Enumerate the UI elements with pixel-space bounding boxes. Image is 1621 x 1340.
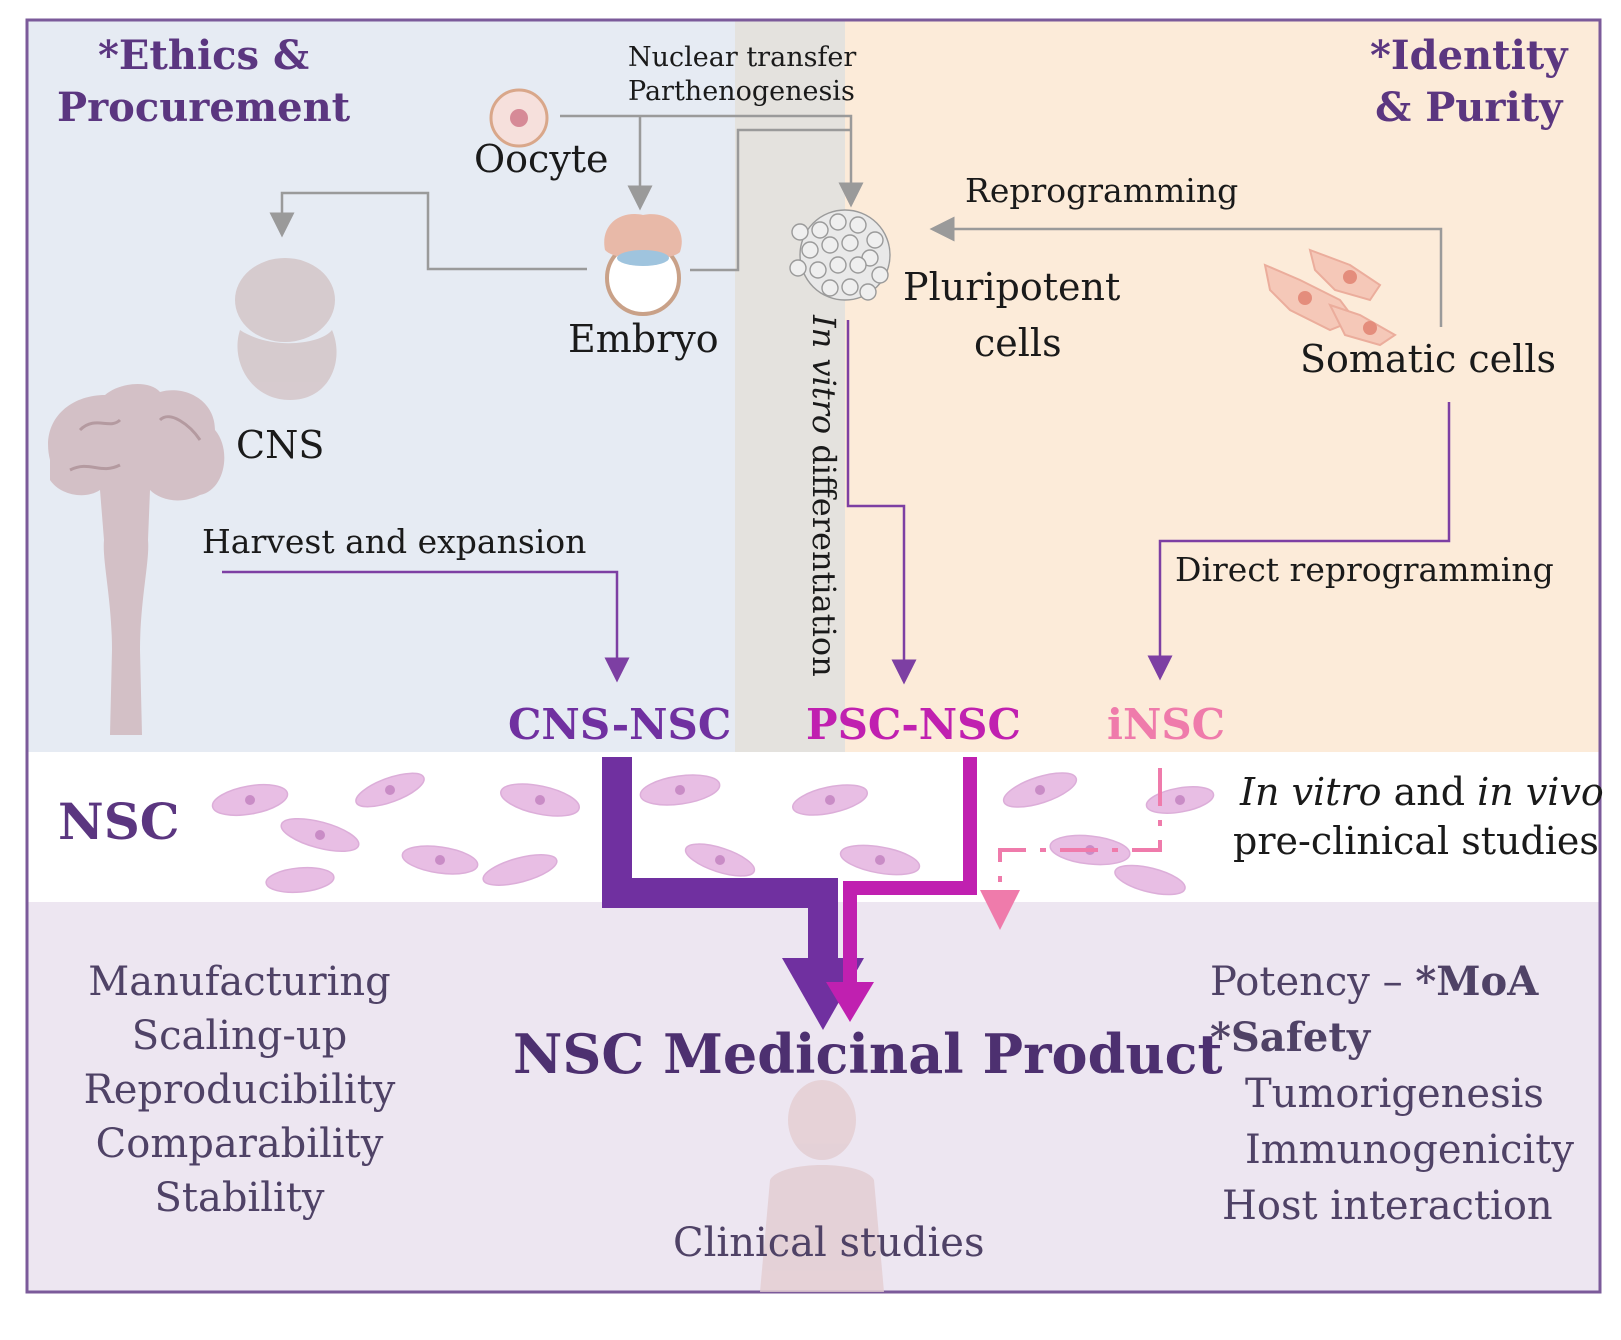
embryo-to-pluripotent-connector: [690, 128, 851, 272]
ethics-procurement-heading: *Ethics & Procurement: [57, 32, 351, 131]
oocyte-to-pluripotent-connector: [560, 114, 864, 208]
parthenogenesis-label: Parthenogenesis: [628, 76, 855, 107]
reprogramming-arrow: [929, 216, 1443, 327]
clinical-studies-label: Clinical studies: [673, 1220, 985, 1266]
psc-nsc-flow-arrow: [843, 757, 977, 985]
direct-reprogramming-arrow: [1147, 402, 1451, 681]
product-title: NSC Medicinal Product: [513, 1022, 1223, 1086]
left-list-item: Stability: [154, 1175, 325, 1221]
reprogramming-label: Reprogramming: [965, 171, 1239, 210]
potency-line: Potency – *MoA: [1210, 959, 1574, 1005]
pluripotent-label: Pluripotent: [903, 265, 1121, 309]
left-list-item: Manufacturing: [88, 959, 391, 1005]
left-list-item: Reproducibility: [83, 1067, 396, 1113]
psc-nsc-label: PSC-NSC: [806, 700, 1021, 749]
cns-nsc-label: CNS-NSC: [508, 700, 732, 749]
in-vitro-text: In vitro: [1240, 770, 1382, 814]
host-interaction-item: Host interaction: [1222, 1183, 1553, 1229]
nuclear-transfer-label: Nuclear transfer: [628, 42, 857, 73]
left-list-item: Comparability: [95, 1121, 384, 1167]
in-vitro-italic: In vitro: [805, 315, 843, 435]
preclinical-line1: In vitro and in vivo: [1240, 773, 1604, 811]
moa-text: *MoA: [1415, 958, 1539, 1005]
pluripotent-cells-icon: [789, 209, 891, 301]
somatic-cells-label: Somatic cells: [1300, 337, 1556, 381]
manufacturing-list: Manufacturing Scaling-up Reproducibility…: [62, 962, 417, 1232]
patient-icon: [760, 1080, 884, 1292]
safety-heading: *Safety: [1210, 1014, 1371, 1061]
oocyte-label: Oocyte: [474, 137, 609, 181]
immunogenicity-item: Immunogenicity: [1245, 1127, 1574, 1173]
preclinical-line2: pre-clinical studies: [1233, 819, 1599, 863]
embryo-label: Embryo: [568, 317, 719, 361]
insc-label: iNSC: [1107, 700, 1226, 749]
cns-label: CNS: [236, 423, 325, 467]
harvest-arrow: [222, 570, 630, 683]
identity-region: [845, 20, 1600, 752]
tumorigenesis-item: Tumorigenesis: [1245, 1071, 1544, 1117]
cns-nsc-flow-arrow: [602, 757, 838, 960]
differentiation-column: [735, 20, 845, 752]
embryo-to-cns-connector: [269, 191, 587, 271]
fetus-icon: [235, 258, 337, 400]
safety-list: Potency – *MoA *Safety Tumorigenesis Imm…: [1210, 962, 1574, 1242]
left-list-item: Scaling-up: [131, 1013, 348, 1059]
potency-text: Potency –: [1210, 959, 1416, 1005]
brain-fold-lines: [69, 415, 202, 472]
oocyte-icon: [489, 88, 549, 148]
pluripotent-cells-label: cells: [974, 321, 1062, 365]
differentiation-word: differentiation: [805, 434, 843, 677]
in-vitro-differentiation-label: In vitro differentiation: [805, 315, 843, 677]
insc-flow-arrow: [980, 768, 1162, 930]
identity-purity-heading: *Identity & Purity: [1370, 32, 1568, 131]
and-text: and: [1381, 770, 1478, 814]
harvest-expansion-label: Harvest and expansion: [202, 522, 587, 561]
psc-nsc-flow-arrowhead: [826, 982, 874, 1022]
differentiation-arrow: [846, 320, 917, 685]
brain-spinal-cord-icon: [48, 384, 225, 735]
direct-reprogramming-label: Direct reprogramming: [1175, 550, 1554, 589]
embryo-icon: [604, 214, 682, 316]
nsc-band-label: NSC: [58, 792, 180, 851]
in-vivo-text: in vivo: [1477, 770, 1604, 814]
